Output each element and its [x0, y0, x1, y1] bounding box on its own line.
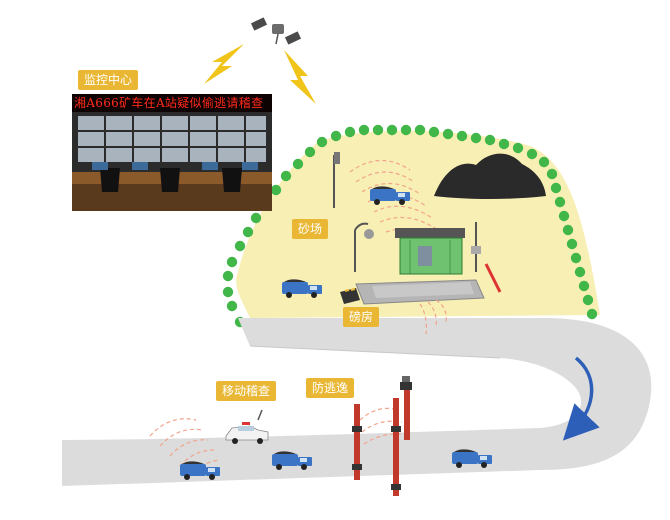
anti-evasion-label: 防逃逸 — [306, 378, 355, 398]
truck-road-middle — [272, 451, 312, 470]
weigh-house-label: 磅房 — [343, 307, 380, 327]
tree — [234, 240, 246, 252]
tree — [226, 256, 238, 268]
tree — [566, 238, 578, 250]
tree — [226, 300, 238, 312]
anti-evasion-pole-2 — [391, 398, 401, 496]
hill — [434, 153, 546, 199]
lamp-post-yard — [333, 152, 340, 208]
tree — [484, 134, 496, 146]
monitor-center-panel: 湘A666矿车在A站疑似偷逃请稽查 — [72, 94, 272, 211]
tree — [470, 132, 482, 144]
tree — [386, 124, 398, 136]
tree — [570, 252, 582, 264]
tree — [330, 130, 342, 142]
tree — [304, 146, 316, 158]
tree — [538, 156, 550, 168]
tree — [428, 126, 440, 138]
tree — [242, 226, 254, 238]
road-edge-top — [249, 345, 501, 359]
tree — [270, 184, 282, 196]
scale-platform — [340, 279, 485, 305]
road — [62, 318, 652, 486]
mobile-inspection-label: 移动稽查 — [216, 381, 277, 401]
patrol-car — [225, 422, 269, 444]
tree — [292, 158, 304, 170]
tree — [222, 270, 234, 282]
lightning-right — [284, 50, 316, 104]
tree — [554, 196, 566, 208]
tree — [400, 124, 412, 136]
lightning-left — [204, 44, 244, 84]
tree — [414, 124, 426, 136]
tree — [550, 182, 562, 194]
sand-yard-label: 砂场 — [292, 219, 329, 239]
tree — [316, 136, 328, 148]
tree — [512, 142, 524, 154]
video-wall — [72, 112, 272, 211]
tree — [344, 126, 356, 138]
tree — [358, 124, 370, 136]
tree — [586, 308, 598, 320]
weigh-signal-waves — [419, 299, 447, 335]
camera-pole — [354, 222, 374, 272]
tree — [546, 168, 558, 180]
tree — [442, 128, 454, 140]
barrier-gate — [471, 222, 502, 293]
truck-weigh — [282, 279, 322, 298]
anti-evasion-camera-pole — [400, 376, 412, 440]
tree — [562, 224, 574, 236]
tree — [498, 138, 510, 150]
flow-direction-arrow — [562, 356, 600, 441]
tree — [456, 130, 468, 142]
tree — [250, 212, 262, 224]
monitor-center-label: 监控中心 — [78, 70, 139, 90]
truck-road-right — [452, 449, 492, 468]
tree — [280, 170, 292, 182]
tree — [222, 286, 234, 298]
tree — [574, 266, 586, 278]
tree — [372, 124, 384, 136]
anti-evasion-pole-1 — [352, 404, 362, 480]
satellite-icon — [250, 17, 302, 45]
tree — [526, 148, 538, 160]
truck-yard — [370, 186, 410, 205]
truck-road-left — [180, 461, 220, 480]
led-alert-banner: 湘A666矿车在A站疑似偷逃请稽查 — [72, 94, 272, 112]
weigh-house-building — [395, 228, 465, 275]
tree — [578, 280, 590, 292]
tree — [558, 210, 570, 222]
tree — [582, 294, 594, 306]
mobile-antenna — [257, 409, 263, 421]
